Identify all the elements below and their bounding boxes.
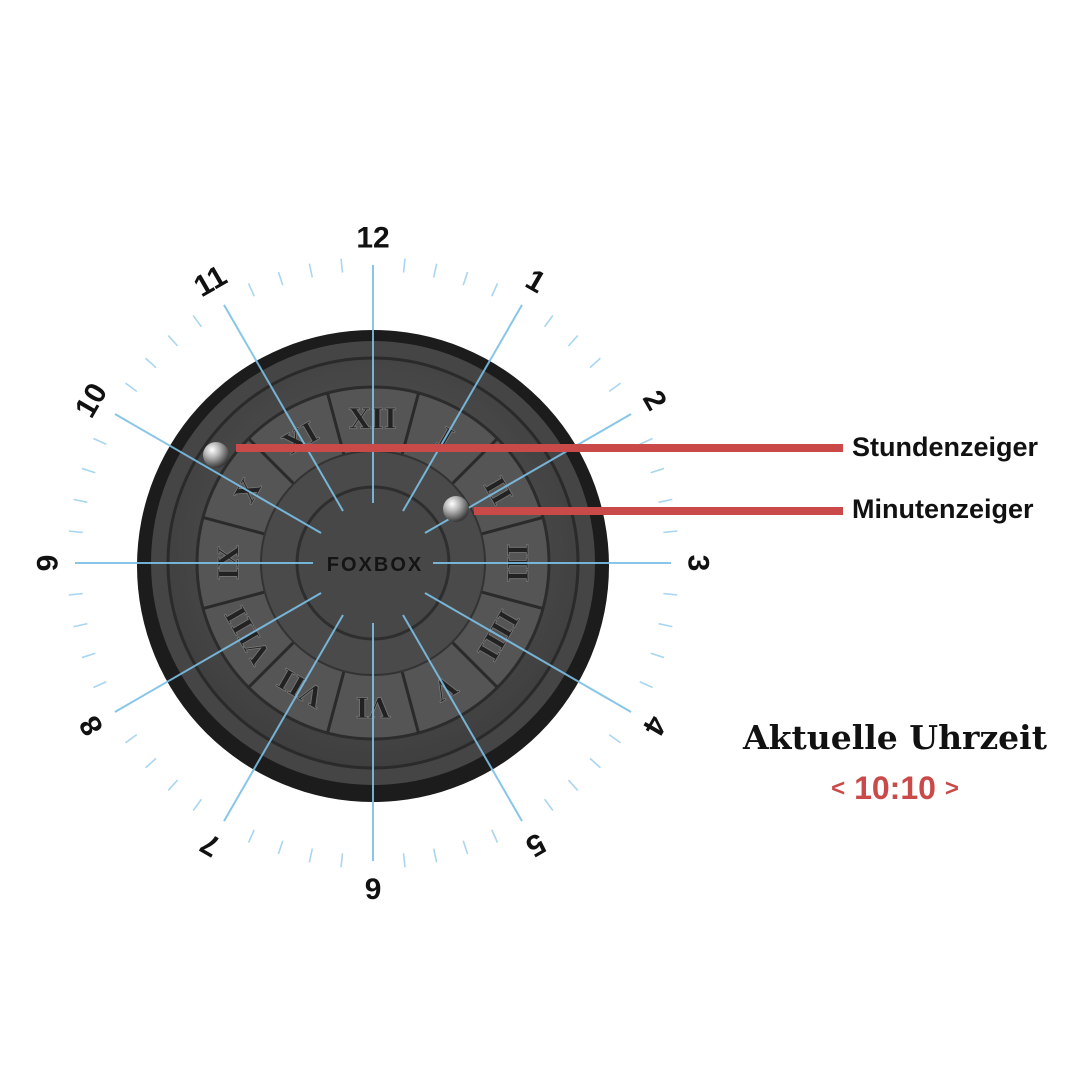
- minute-tick: [608, 733, 622, 744]
- minute-hand-label: Minutenzeiger: [852, 494, 1034, 524]
- arabic-numeral: 12: [356, 222, 389, 255]
- minute-tick: [73, 498, 88, 504]
- minute-tick: [567, 779, 579, 791]
- hour-hand-ball: [203, 442, 229, 468]
- minute-tick: [145, 757, 157, 769]
- minute-tick: [81, 652, 96, 659]
- minute-tick: [608, 382, 622, 393]
- minute-tick: [589, 357, 601, 369]
- minute-tick: [639, 437, 653, 445]
- minute-tick: [124, 382, 138, 393]
- ring-divider: [247, 641, 295, 689]
- minute-tick: [658, 498, 673, 504]
- minute-tick: [167, 779, 179, 791]
- minute-tick: [462, 271, 469, 286]
- hour-guide-line: [424, 592, 632, 713]
- time-prefix: <: [831, 775, 846, 802]
- minute-tick: [167, 335, 179, 347]
- ring-divider: [480, 590, 544, 611]
- minute-tick: [462, 840, 469, 855]
- minute-tick: [491, 829, 499, 843]
- minute-tick: [81, 467, 96, 474]
- arabic-numeral: 1: [520, 263, 551, 300]
- minute-tick: [68, 592, 83, 596]
- arabic-numeral: 6: [365, 872, 382, 905]
- minute-tick: [650, 652, 665, 659]
- minute-tick: [663, 530, 678, 534]
- ring-divider: [202, 590, 266, 611]
- brand-logo: FOXBOX: [327, 554, 423, 576]
- arabic-numeral: 7: [195, 826, 226, 863]
- ring-divider: [400, 670, 421, 734]
- minute-tick: [192, 314, 203, 328]
- minute-tick: [93, 681, 107, 689]
- minute-hand-ball: [443, 496, 469, 522]
- minute-tick: [340, 853, 344, 868]
- minute-tick: [543, 798, 554, 812]
- minute-tick: [663, 592, 678, 596]
- minute-tick: [145, 357, 157, 369]
- time-suffix: >: [944, 775, 959, 802]
- arabic-numeral: 10: [69, 378, 114, 423]
- minute-tick: [658, 622, 673, 628]
- minute-tick: [277, 840, 284, 855]
- minute-tick: [639, 681, 653, 689]
- minute-tick: [650, 467, 665, 474]
- minute-tick: [589, 757, 601, 769]
- hour-guide-line: [223, 614, 344, 822]
- hour-guide-line: [114, 592, 322, 713]
- minute-callout-line: [474, 507, 843, 515]
- minute-tick: [192, 798, 203, 812]
- time-value: 10:10: [854, 770, 936, 806]
- arabic-numeral: 4: [636, 710, 673, 741]
- ring-divider: [451, 641, 499, 689]
- minute-tick: [432, 263, 438, 278]
- minute-tick: [543, 314, 554, 328]
- arabic-numeral: 9: [32, 555, 65, 572]
- minute-tick: [247, 283, 255, 297]
- minute-tick: [277, 271, 284, 286]
- minute-tick: [247, 829, 255, 843]
- minute-tick: [402, 853, 406, 868]
- minute-tick: [340, 258, 344, 273]
- hour-guide-line: [114, 413, 322, 534]
- minute-tick: [432, 848, 438, 863]
- arabic-numeral: 3: [682, 555, 715, 572]
- minute-tick: [308, 848, 314, 863]
- arabic-numeral: 5: [520, 826, 551, 863]
- ring-divider: [202, 515, 266, 536]
- hour-hand-label: Stundenzeiger: [852, 432, 1039, 462]
- minute-tick: [93, 437, 107, 445]
- minute-tick: [491, 283, 499, 297]
- minute-tick: [68, 530, 83, 534]
- ring-divider: [480, 515, 544, 536]
- minute-ticks: [68, 258, 678, 868]
- ring-divider: [325, 670, 346, 734]
- current-time-title: Aktuelle Uhrzeit: [743, 718, 1047, 757]
- hour-guide-line: [223, 304, 344, 512]
- minute-tick: [124, 733, 138, 744]
- minute-tick: [308, 263, 314, 278]
- hour-guide-line: [402, 304, 523, 512]
- hour-callout-line: [236, 444, 843, 452]
- arabic-numeral: 2: [636, 385, 673, 416]
- minute-tick: [567, 335, 579, 347]
- arabic-numeral: 8: [73, 710, 110, 741]
- minute-tick: [73, 622, 88, 628]
- current-time-display: < 10:10 >: [700, 770, 1080, 807]
- hour-guide-line: [402, 614, 523, 822]
- arabic-numeral: 11: [189, 259, 233, 303]
- minute-tick: [402, 258, 406, 273]
